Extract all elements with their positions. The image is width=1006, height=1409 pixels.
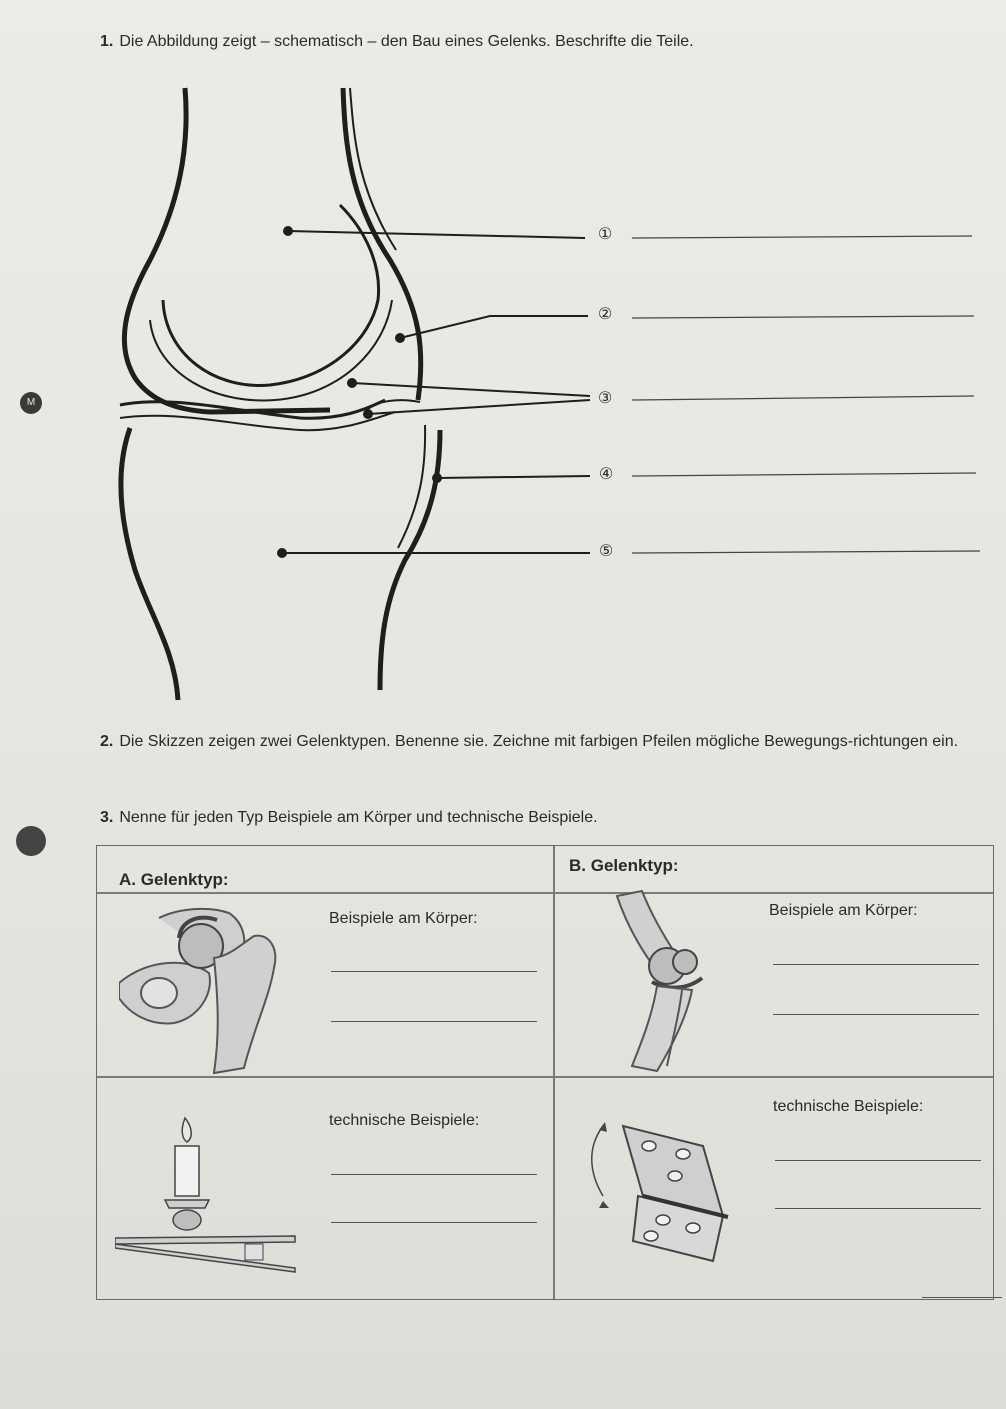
- answer-line-4: [631, 472, 977, 477]
- callout-1: ①: [597, 226, 613, 243]
- question-2: 2. Die Skizzen zeigen zwei Gelenktypen. B…: [100, 732, 990, 752]
- capsule-inner: [349, 87, 397, 251]
- leader-dot-3a: [347, 378, 357, 388]
- lower-bone-outline: [118, 427, 181, 701]
- capsule-outer: [340, 87, 424, 401]
- tech-examples-label-a: technische Beispiele:: [329, 1112, 480, 1129]
- leader-line-2: [399, 315, 588, 339]
- answer-line-3: [631, 395, 975, 401]
- leader-dot-3b: [363, 409, 373, 419]
- leader-line-1: [287, 230, 586, 239]
- question-2-number: 2.: [100, 733, 114, 750]
- candle-holder-sketch: [115, 1116, 296, 1273]
- socket-line-2: [119, 411, 396, 432]
- table-divider-middle: [97, 1076, 993, 1078]
- header-joint-type-b: B. Gelenktyp:: [569, 856, 679, 875]
- header-joint-type-a: A. Gelenktyp:: [119, 870, 229, 889]
- question-3-number: 3.: [100, 809, 114, 826]
- hinge-joint-sketch: [615, 889, 704, 1073]
- leader-dot-1: [283, 226, 293, 236]
- question-3: 3. Nenne für jeden Typ Beispiele am Körpe…: [100, 808, 598, 828]
- ball-joint-sketch: [119, 907, 277, 1075]
- question-1-number: 1.: [100, 33, 114, 50]
- body-answer-b-2: [773, 1014, 979, 1016]
- answer-line-2: [631, 315, 975, 319]
- socket-line-1: [119, 398, 386, 420]
- callout-3: ③: [597, 390, 613, 407]
- tech-answer-b-2: [775, 1208, 981, 1210]
- tech-answer-b-1: [775, 1160, 981, 1162]
- tech-answer-a-2: [331, 1222, 537, 1224]
- body-answer-b-1: [773, 964, 979, 966]
- bone-head-inner: [149, 299, 393, 402]
- margin-marker-label: M: [26, 397, 36, 408]
- joint-type-table: A. Gelenktyp: B. Gelenktyp: Beispiele am…: [96, 845, 994, 1300]
- leader-line-4: [436, 475, 591, 479]
- margin-bullet: [16, 826, 46, 856]
- body-examples-label-a: Beispiele am Körper:: [329, 910, 478, 927]
- callout-5: ⑤: [598, 543, 614, 560]
- question-2-text: Die Skizzen zeigen zwei Gelenktypen. Ben…: [119, 733, 959, 750]
- question-1: 1. Die Abbildung zeigt – schematisch – de…: [100, 32, 694, 52]
- leader-line-3a: [351, 382, 591, 397]
- body-answer-a-1: [331, 971, 537, 973]
- lower-bone-right: [377, 429, 443, 691]
- body-examples-label-b: Beispiele am Körper:: [769, 902, 918, 919]
- leader-line-3b: [367, 399, 591, 415]
- margin-marker: M: [20, 392, 42, 414]
- table-divider-header: [97, 892, 993, 894]
- joint-diagram: [118, 87, 981, 701]
- meniscus: [364, 399, 421, 413]
- tech-examples-label-b: technische Beispiele:: [773, 1098, 924, 1115]
- door-hinge-sketch: [591, 1122, 729, 1263]
- tech-answer-a-1: [331, 1174, 537, 1176]
- bone-head-outer: [161, 203, 381, 387]
- leader-dot-5: [277, 548, 287, 558]
- answer-line-1: [631, 235, 973, 239]
- question-1-text: Die Abbildung zeigt – schematisch – den …: [119, 33, 694, 50]
- question-3-text: Nenne für jeden Typ Beispiele am Körper …: [119, 809, 598, 826]
- body-answer-a-2: [331, 1021, 537, 1023]
- callout-4: ④: [598, 466, 614, 483]
- table-divider-vertical: [553, 846, 555, 1299]
- leader-dot-2: [395, 333, 405, 343]
- upper-bone-outline: [121, 87, 331, 415]
- leader-dot-4: [432, 473, 442, 483]
- lower-bone-right-inner: [397, 424, 427, 549]
- callout-2: ②: [597, 306, 613, 323]
- page-edge-line: [922, 1297, 1002, 1299]
- answer-line-5: [631, 550, 981, 554]
